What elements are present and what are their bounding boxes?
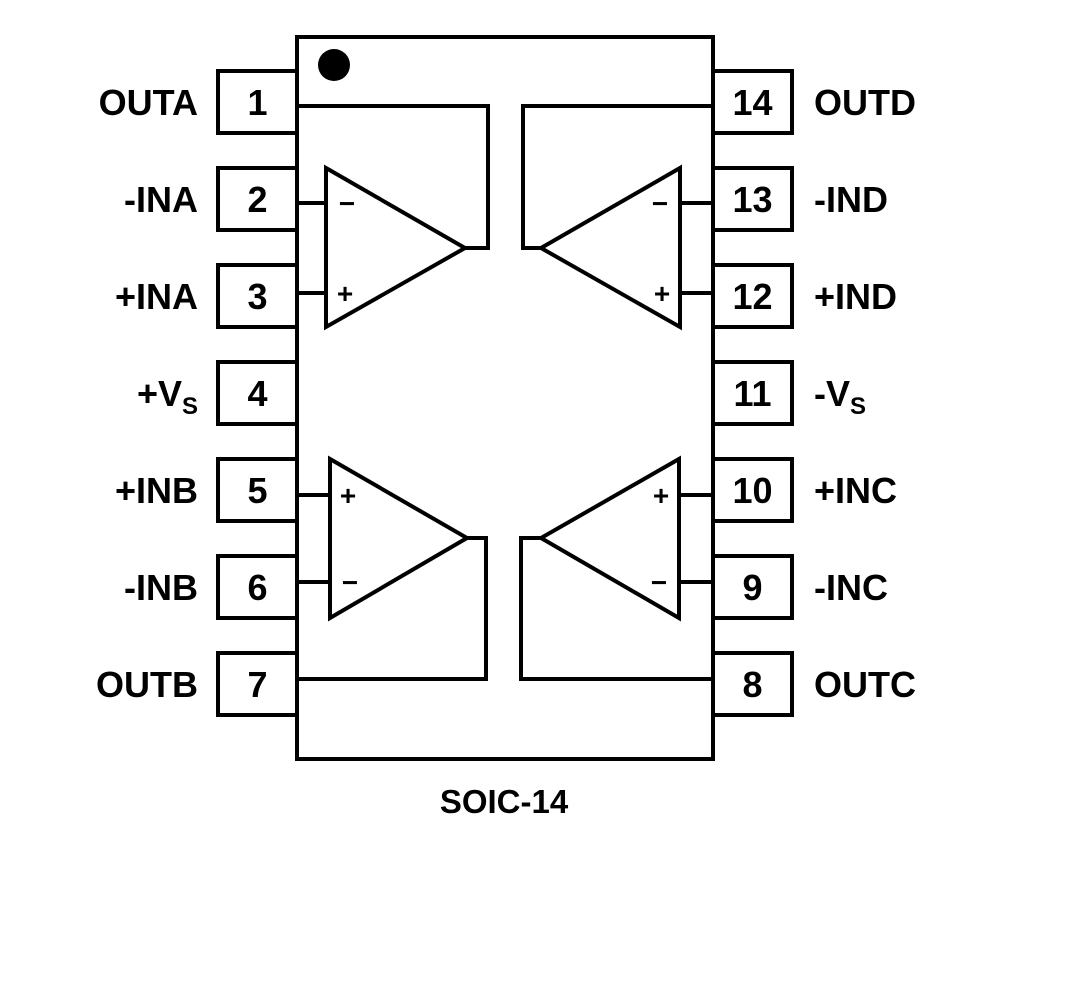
left-pin-5: 5 +INB xyxy=(115,457,299,523)
pin-label: +VS xyxy=(137,373,198,420)
pin-number: 4 xyxy=(247,373,267,414)
opamp-b-top-sign: + xyxy=(340,480,356,511)
right-pin-13: 13 -IND xyxy=(711,166,888,232)
pin-box xyxy=(711,360,794,426)
pin-box xyxy=(216,69,299,135)
pin-number: 12 xyxy=(732,276,772,317)
left-pin-7: 7 OUTB xyxy=(96,651,299,717)
pin-label: -IND xyxy=(814,179,888,220)
pin-label-subscript: S xyxy=(182,393,198,420)
wire-outd xyxy=(521,104,713,250)
package-body xyxy=(295,35,715,761)
pin-label: +INA xyxy=(115,276,198,317)
opamp-b-triangle xyxy=(328,455,471,622)
pin-label: -INB xyxy=(124,567,198,608)
pin-box xyxy=(711,69,794,135)
pin-number: 5 xyxy=(247,470,267,511)
pin-number: 2 xyxy=(247,179,267,220)
pin-box xyxy=(711,166,794,232)
pin-box xyxy=(216,263,299,329)
pin-label-text: -INA xyxy=(124,179,198,220)
pin-label-text: OUTC xyxy=(814,664,916,705)
right-pin-9: 9 -INC xyxy=(711,554,888,620)
opamp-a: − + xyxy=(297,104,490,331)
pin-number: 7 xyxy=(247,664,267,705)
opamp-a-bottom-sign: + xyxy=(337,278,353,309)
pin-label-text: +INB xyxy=(115,470,198,511)
pin-box xyxy=(711,457,794,523)
opamp-b-bottom-sign: − xyxy=(342,567,358,598)
pin-number: 1 xyxy=(247,82,267,123)
wire-outb xyxy=(297,536,488,681)
opamp-a-top-sign: − xyxy=(339,188,355,219)
pin-label: -VS xyxy=(814,373,866,420)
pin-label-text: OUTB xyxy=(96,664,198,705)
pin-number: 8 xyxy=(742,664,762,705)
opamp-d-bottom-sign: + xyxy=(654,278,670,309)
opamp-c-triangle xyxy=(536,455,681,622)
pin-label-text: -IND xyxy=(814,179,888,220)
left-pin-1: 1 OUTA xyxy=(99,69,299,135)
pin-label-text: OUTD xyxy=(814,82,916,123)
pin-label: -INC xyxy=(814,567,888,608)
pin-box xyxy=(216,651,299,717)
opamp-d: − + xyxy=(521,104,713,331)
opamp-a-triangle xyxy=(324,164,470,331)
wire-outc xyxy=(519,536,713,681)
pin-label: OUTD xyxy=(814,82,916,123)
pin-label-text: -V xyxy=(814,373,850,414)
pin-label-text: +V xyxy=(137,373,182,414)
pin-number: 3 xyxy=(247,276,267,317)
pin-label: -INA xyxy=(124,179,198,220)
left-pin-3: 3 +INA xyxy=(115,263,299,329)
pin-label: +INC xyxy=(814,470,897,511)
pin-label: +INB xyxy=(115,470,198,511)
pin-box xyxy=(216,457,299,523)
pin-number: 11 xyxy=(733,373,771,414)
left-pin-2: 2 -INA xyxy=(124,166,299,232)
right-pin-8: 8 OUTC xyxy=(711,651,916,717)
left-pin-6: 6 -INB xyxy=(124,554,299,620)
opamp-c-top-sign: + xyxy=(653,480,669,511)
pin-label: +IND xyxy=(814,276,897,317)
right-pin-12: 12 +IND xyxy=(711,263,897,329)
pin-number: 10 xyxy=(732,470,772,511)
pin-label-text: OUTA xyxy=(99,82,198,123)
opamp-c-bottom-sign: − xyxy=(651,567,667,598)
pin-box xyxy=(711,651,794,717)
pin-box xyxy=(216,166,299,232)
pin-label: OUTA xyxy=(99,82,198,123)
pin-label: OUTC xyxy=(814,664,916,705)
pin-box xyxy=(216,554,299,620)
pin-number: 6 xyxy=(247,567,267,608)
pin1-marker-icon xyxy=(318,49,350,81)
opamp-d-top-sign: − xyxy=(652,188,668,219)
pin-label-text: +IND xyxy=(814,276,897,317)
pin-label-text: -INB xyxy=(124,567,198,608)
package-caption: SOIC-14 xyxy=(440,783,569,820)
pin-label-text: -INC xyxy=(814,567,888,608)
pin-box xyxy=(711,263,794,329)
wire-outa xyxy=(297,104,490,250)
pin-label-subscript: S xyxy=(850,393,866,420)
opamp-d-triangle xyxy=(536,164,682,331)
opamp-b: + − xyxy=(297,455,488,681)
opamp-c: + − xyxy=(519,455,713,681)
left-pin-4: 4 +VS xyxy=(137,360,299,426)
left-pins: 1 OUTA 2 -INA 3 +INA 4 +VS 5 +INB 6 -INB 7 OUTB xyxy=(96,69,299,717)
pin-label: OUTB xyxy=(96,664,198,705)
pin-box xyxy=(711,554,794,620)
pin-box xyxy=(216,360,299,426)
right-pins: 14 OUTD 13 -IND 12 +IND 11 -VS 10 +INC 9 -INC 8 OUTC xyxy=(711,69,916,717)
pin-number: 9 xyxy=(742,567,762,608)
right-pin-11: 11 -VS xyxy=(711,360,866,426)
pin-label-text: +INA xyxy=(115,276,198,317)
pin-number: 13 xyxy=(732,179,772,220)
right-pin-14: 14 OUTD xyxy=(711,69,916,135)
right-pin-10: 10 +INC xyxy=(711,457,897,523)
pin-number: 14 xyxy=(732,82,772,123)
pin-label-text: +INC xyxy=(814,470,897,511)
